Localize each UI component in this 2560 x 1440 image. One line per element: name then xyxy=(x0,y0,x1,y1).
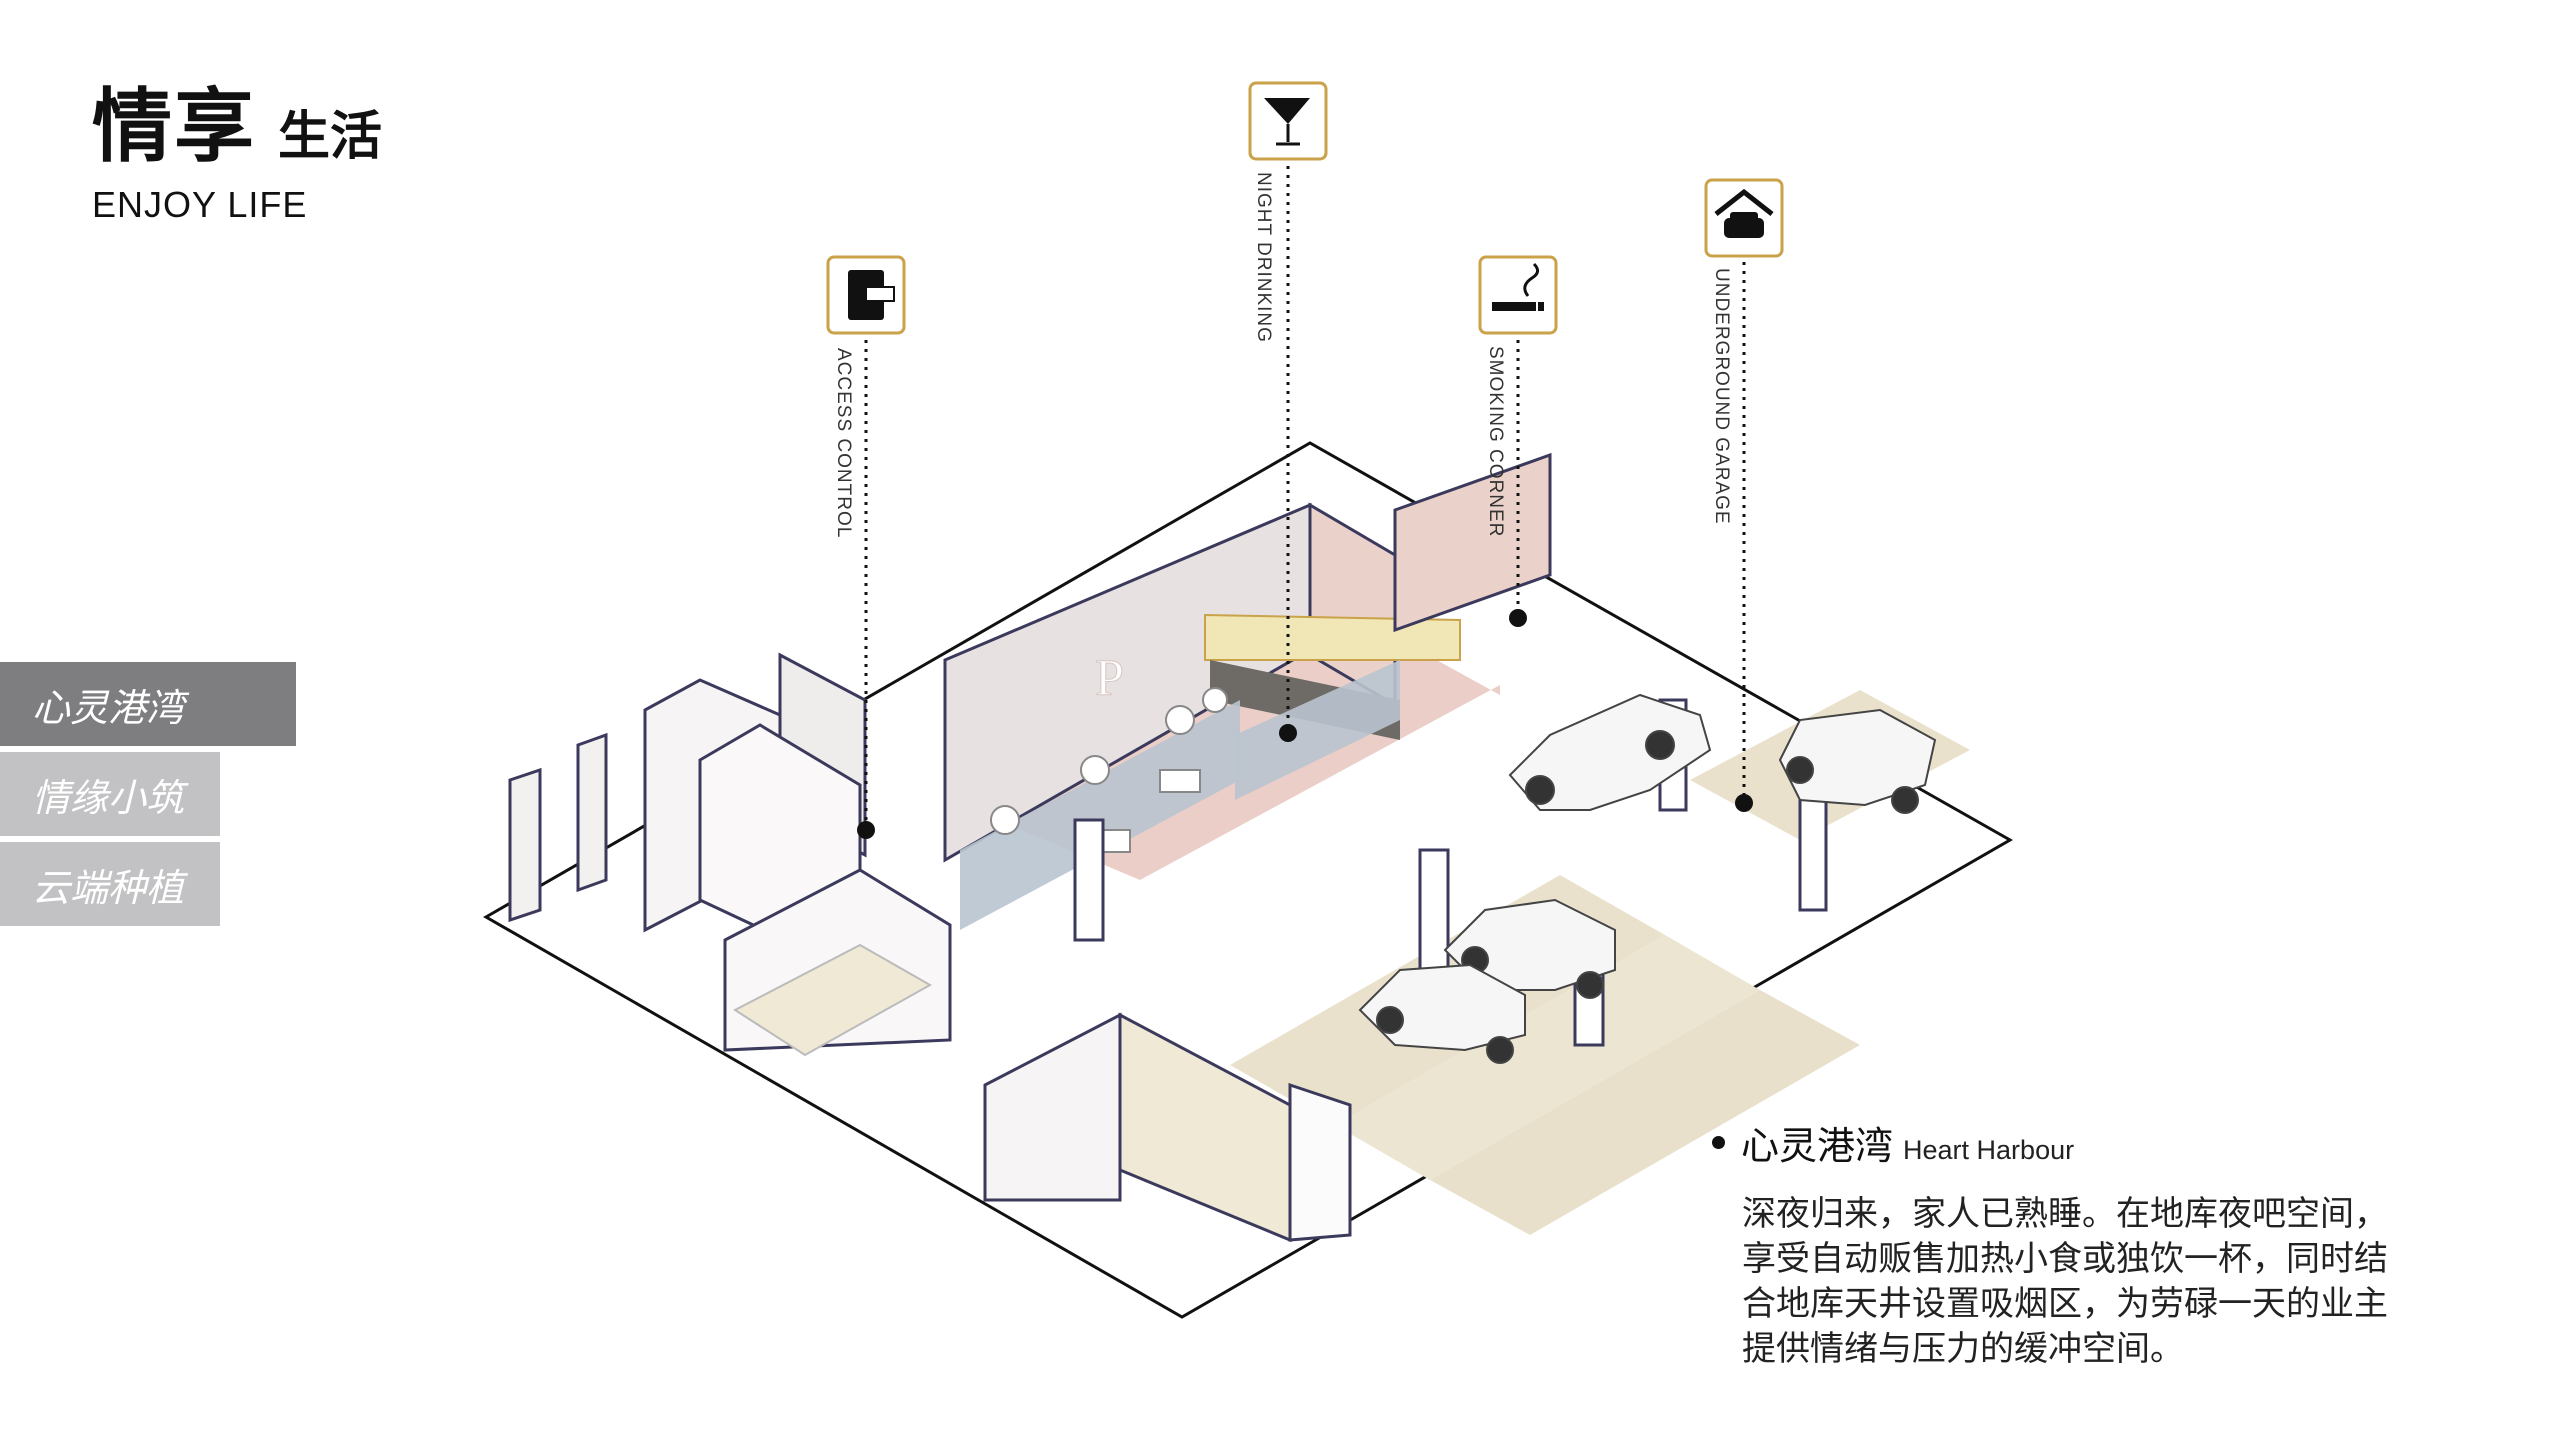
callout-underground-garage[interactable]: UNDERGROUND GARAGE xyxy=(1704,178,1784,812)
description-line: 享受自动贩售加热小食或独饮一杯，同时结 xyxy=(1742,1240,2388,1278)
description-heading: 心灵港湾 Heart Harbour xyxy=(1712,1115,2472,1170)
cars xyxy=(1358,693,1937,1064)
left-rooms xyxy=(508,652,952,1057)
front-rooms xyxy=(983,1012,1352,1243)
callout-underground-garage-label: UNDERGROUND GARAGE xyxy=(1711,268,1732,525)
page-subtitle: 生活 xyxy=(278,108,383,166)
callout-access-control[interactable]: ACCESS CONTROL xyxy=(826,255,906,839)
page-title-en: ENJOY LIFE xyxy=(92,184,308,225)
page-title: 情享 xyxy=(92,82,256,171)
description-panel: 心灵港湾 Heart Harbour 深夜归来，家人已熟睡。在地库夜吧空间， 享… xyxy=(1712,1115,2472,1372)
garage-car-icon xyxy=(1714,188,1774,216)
callout-smoking-corner[interactable]: SMOKING CORNER xyxy=(1478,255,1558,627)
side-tabs: 心灵港湾 情缘小筑 云端种植 xyxy=(0,662,296,932)
description-line: 提供情绪与压力的缓冲空间。 xyxy=(1742,1330,2184,1368)
svg-text:P: P xyxy=(1095,650,1124,707)
callout-night-drinking-label: NIGHT DRINKING xyxy=(1253,172,1274,343)
tab-love-cottage[interactable]: 情缘小筑 xyxy=(0,752,220,836)
bullet-icon xyxy=(1712,1136,1725,1149)
bar-area: P xyxy=(943,452,1552,930)
cocktail-glass-icon xyxy=(1264,98,1310,124)
description-line: 合地库天井设置吸烟区，为劳碌一天的业主 xyxy=(1742,1285,2388,1323)
description-title: 心灵港湾 xyxy=(1741,1126,1894,1168)
cigarette-icon xyxy=(1492,302,1536,311)
callout-smoking-corner-label: SMOKING CORNER xyxy=(1485,346,1506,537)
callout-night-drinking[interactable]: NIGHT DRINKING xyxy=(1248,81,1328,742)
floor-slab xyxy=(482,441,2014,1319)
tab-cloud-planting[interactable]: 云端种植 xyxy=(0,842,220,926)
description-title-en: Heart Harbour xyxy=(1903,1135,2075,1165)
title-row: 情享 生活 xyxy=(92,62,382,178)
description-line: 深夜归来，家人已熟睡。在地库夜吧空间， xyxy=(1742,1195,2388,1233)
callout-access-control-label: ACCESS CONTROL xyxy=(833,348,854,538)
tab-heart-harbour[interactable]: 心灵港湾 xyxy=(0,662,296,746)
page-header: 情享 生活 ENJOY LIFE xyxy=(92,62,382,226)
description-body: 深夜归来，家人已熟睡。在地库夜吧空间， 享受自动贩售加热小食或独饮一杯，同时结 … xyxy=(1742,1192,2462,1372)
